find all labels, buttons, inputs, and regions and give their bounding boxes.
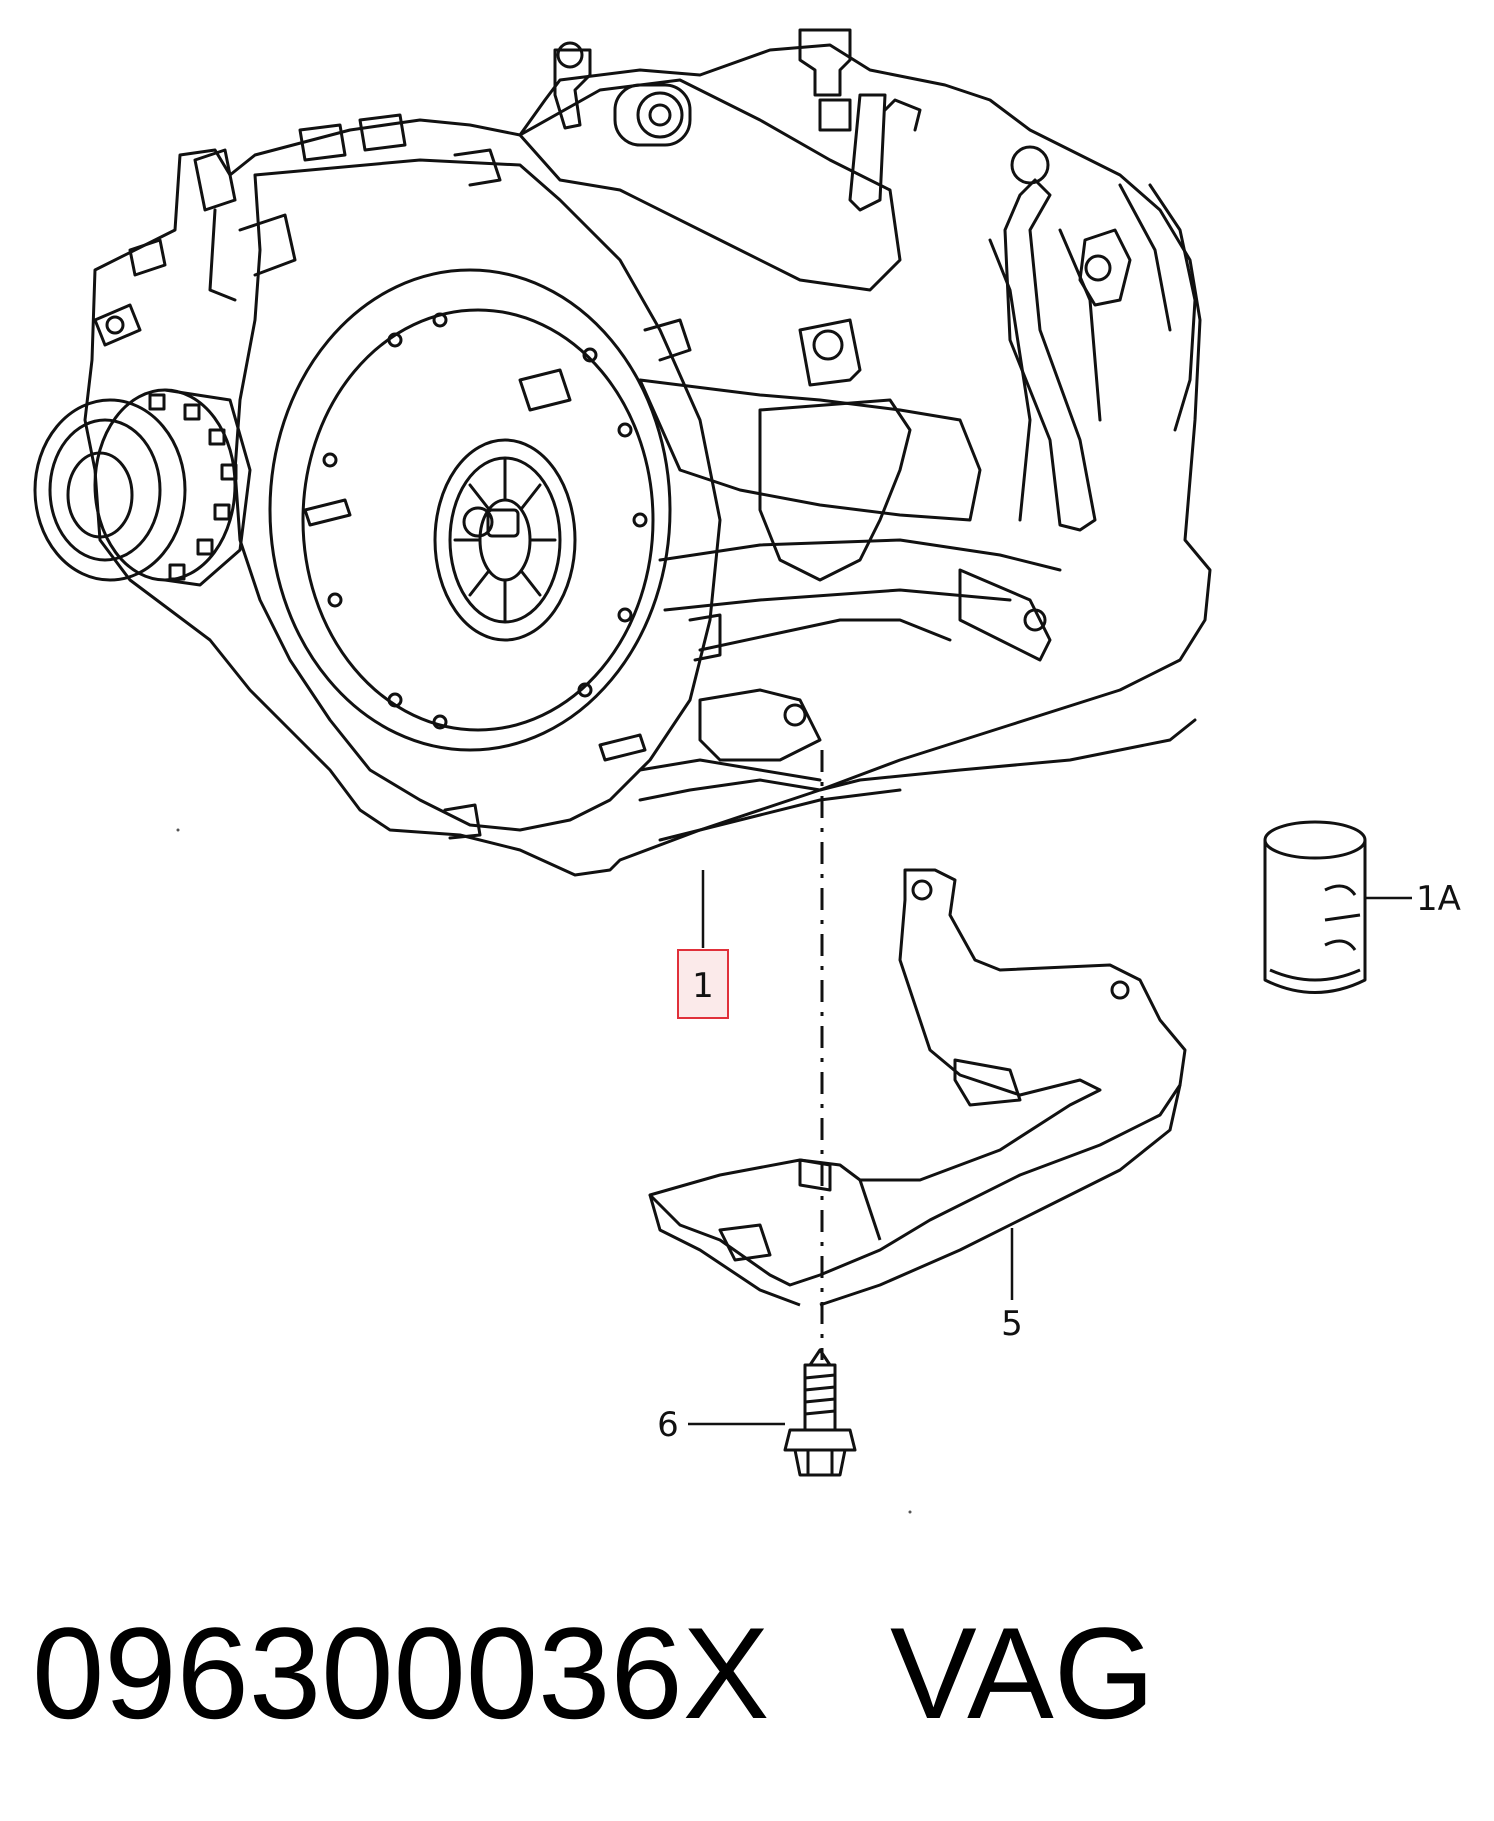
brand-name: VAG — [890, 1600, 1155, 1746]
speck — [176, 828, 180, 832]
callout-1a: 1A — [1416, 879, 1461, 919]
speck — [908, 1510, 912, 1514]
part-6-bolt — [783, 1348, 857, 1477]
callout-6: 6 — [657, 1405, 679, 1445]
part-5-protective-shield — [648, 868, 1187, 1307]
transmission-assembly — [33, 28, 1212, 877]
callout-1: 1 — [692, 966, 714, 1006]
part-number: 096300036X — [32, 1600, 769, 1746]
flexplate-holes — [322, 312, 648, 730]
callout-leaders — [688, 870, 1412, 1426]
part-1a-filter — [1263, 820, 1367, 994]
callout-5: 5 — [1001, 1304, 1023, 1344]
flange-teeth — [148, 393, 238, 581]
converter-spokes — [453, 458, 557, 622]
callout-1-highlight — [677, 949, 729, 1019]
